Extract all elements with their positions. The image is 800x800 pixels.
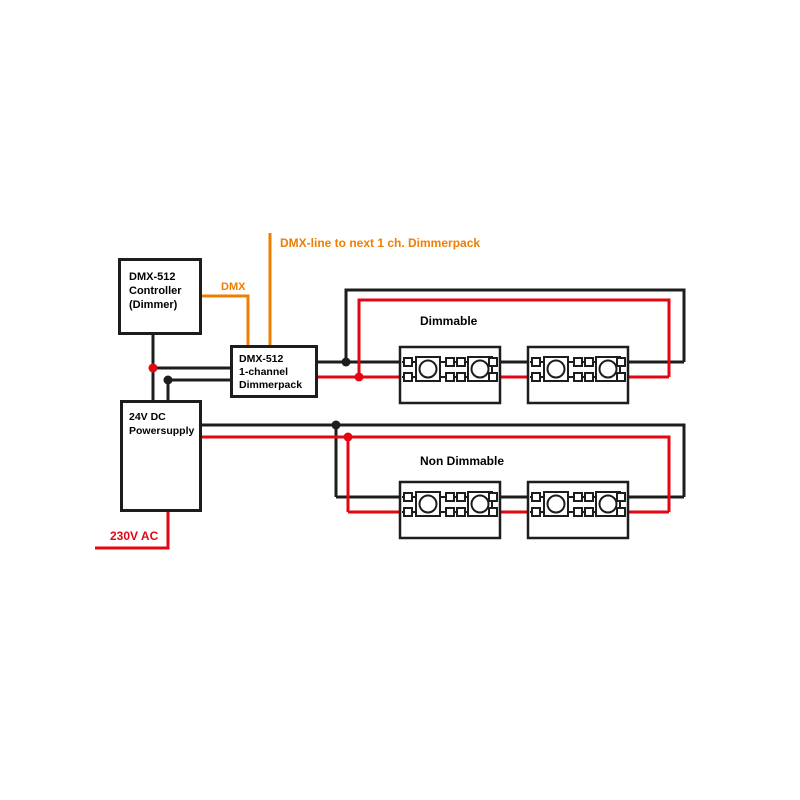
junction-dot-red: [354, 372, 364, 382]
junction-dot-red: [343, 432, 353, 442]
led-module-nondimmable-2: [526, 480, 630, 540]
junction-dot-red: [148, 363, 158, 373]
powersupply-label-line1: 24V DC: [129, 411, 166, 423]
wire-dimmable-loop-black: [344, 288, 686, 362]
wire-nondimmable-top-black: [201, 423, 686, 497]
wire-dimmable-loop-red: [357, 298, 671, 377]
wire-mains-230v: [95, 512, 170, 550]
powersupply-box: 24V DC Powersupply: [120, 400, 202, 512]
junction-dot-black: [331, 420, 341, 430]
junction-dot-black: [341, 357, 351, 367]
dimmerpack-label-line2: 1-channel: [239, 366, 289, 378]
dimmerpack-label-line3: Dimmerpack: [239, 379, 303, 391]
dmx-line-next-note: DMX-line to next 1 ch. Dimmerpack: [280, 236, 481, 250]
led-module-nondimmable-1: [398, 480, 502, 540]
led-module-dimmable-1: [398, 345, 502, 405]
controller-label-line3: (Dimmer): [129, 299, 178, 311]
controller-label-line1: DMX-512: [129, 271, 176, 283]
junction-dot-black: [163, 375, 173, 385]
wire-feed-dimmerpack-lower: [166, 378, 231, 400]
dimmable-group-label: Dimmable: [420, 314, 478, 328]
powersupply-label-line2: Powersupply: [129, 425, 195, 437]
dmx-controller-box: DMX-512 Controller (Dimmer): [118, 258, 202, 335]
wire-nondimmable-top-red: [201, 435, 671, 512]
nondimmable-group-label: Non Dimmable: [420, 454, 505, 468]
dimmerpack-box: DMX-512 1-channel Dimmerpack: [230, 345, 318, 398]
wire-dmx-controller-to-dimmerpack: [201, 294, 250, 345]
controller-label-line2: Controller: [129, 285, 182, 297]
dmx-wire-label: DMX: [221, 281, 246, 293]
led-module-dimmable-2: [526, 345, 630, 405]
dimmerpack-label-line1: DMX-512: [239, 353, 284, 365]
mains-230v-label: 230V AC: [110, 529, 159, 543]
